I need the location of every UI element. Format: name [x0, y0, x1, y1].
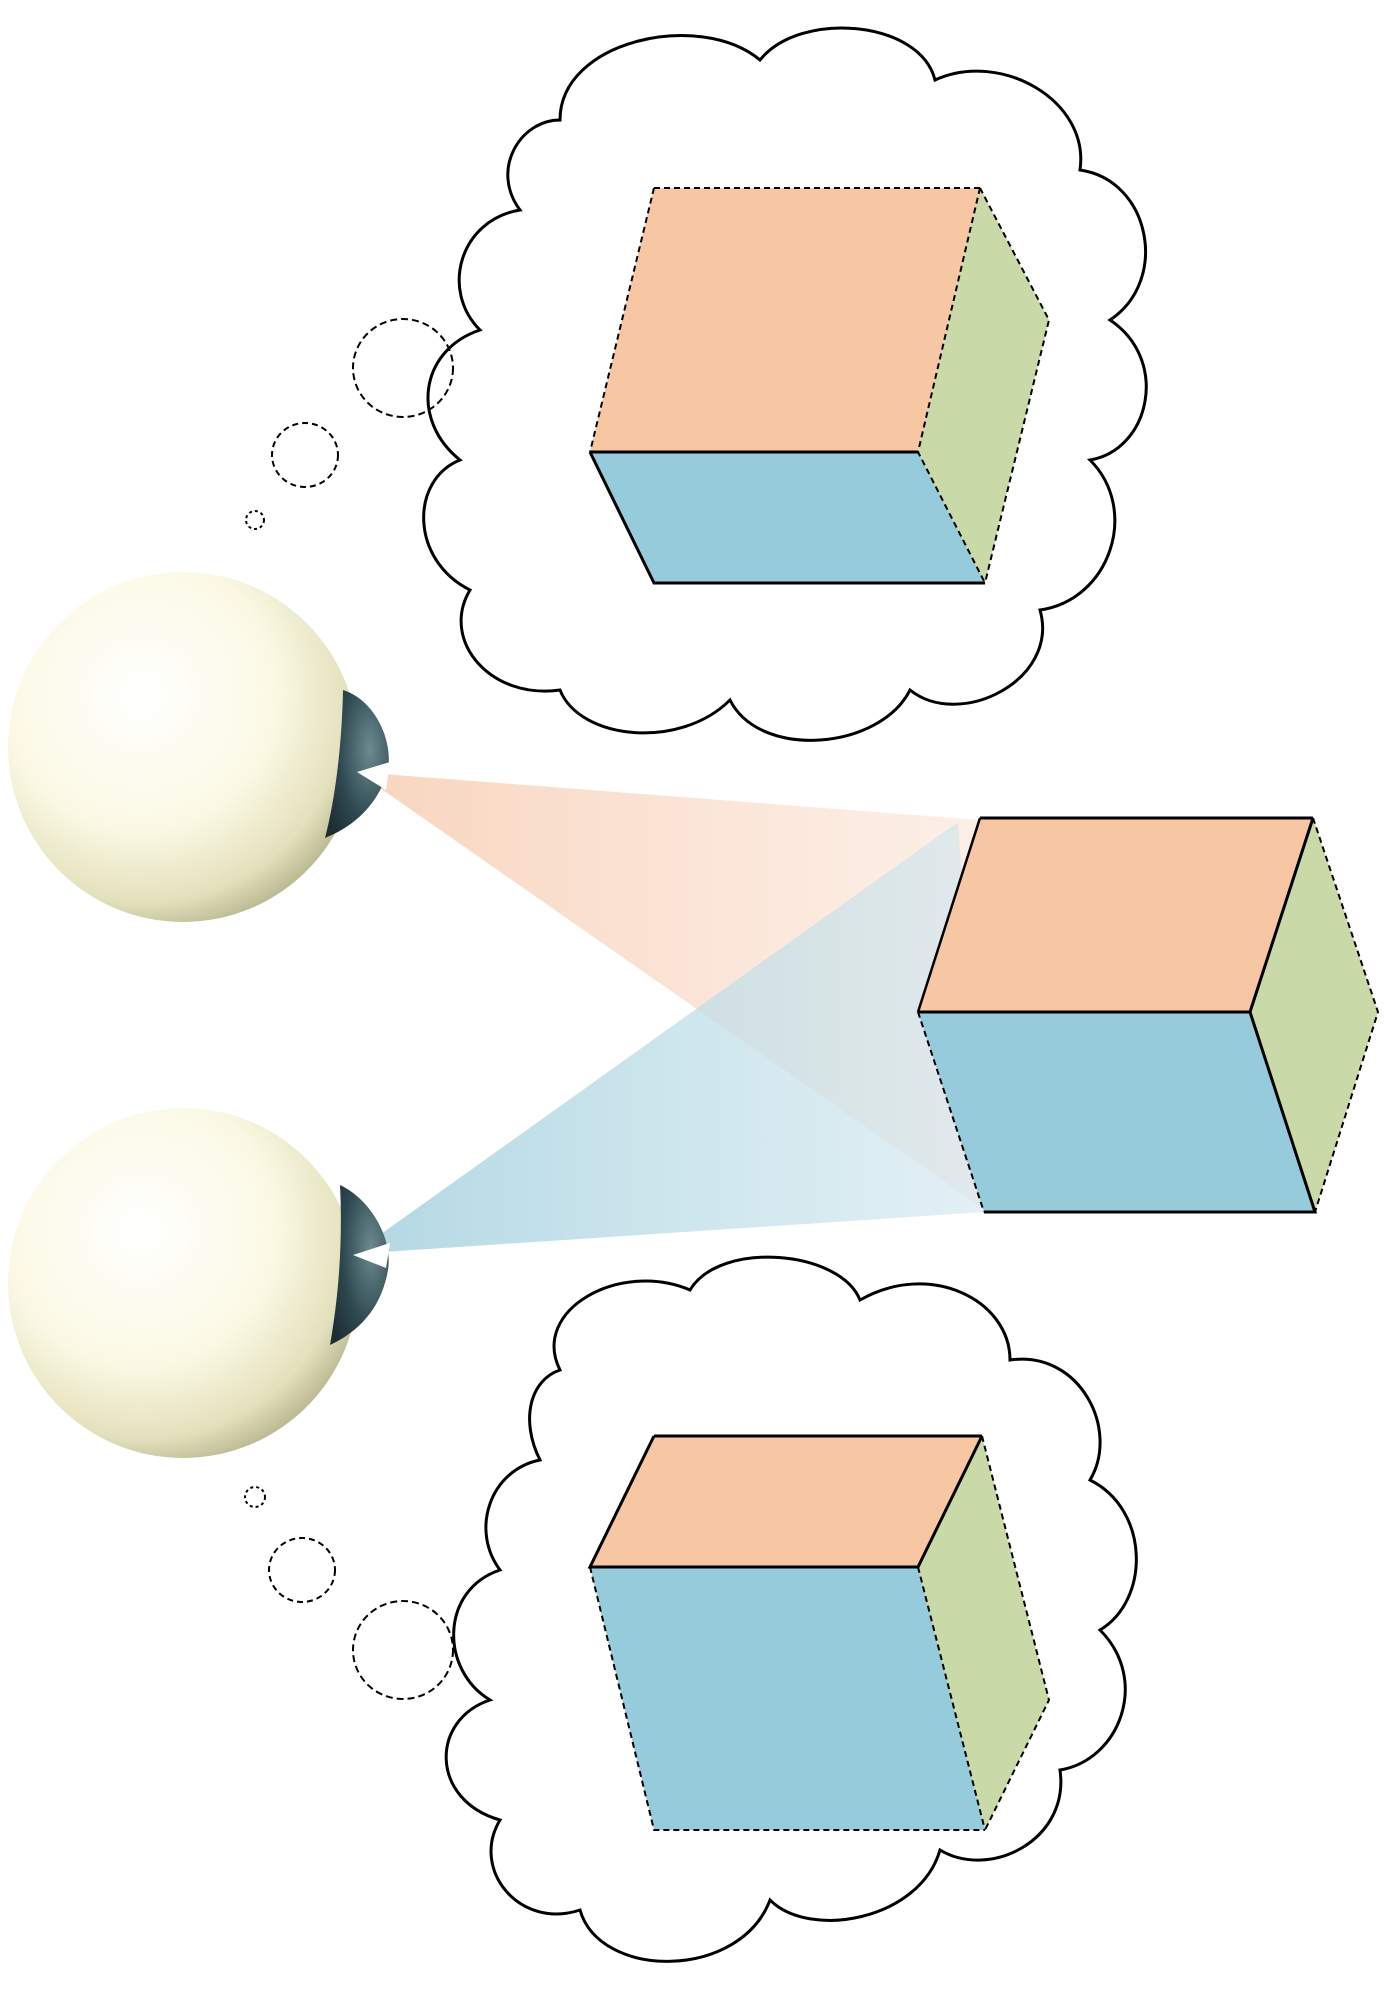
cube-top-face: [590, 1436, 982, 1567]
thought-bubble-medium: [269, 1538, 335, 1602]
upper-eye: [8, 572, 390, 922]
sight-beams: [353, 772, 985, 1254]
thought-bubble-trail: [246, 319, 453, 529]
lower-eye: [8, 1108, 390, 1458]
lower-perceived-cube: [590, 1436, 1049, 1830]
thought-bubble-small: [246, 511, 264, 529]
upper-thought-cloud: [246, 28, 1146, 740]
cube-top-face: [590, 188, 980, 452]
cube-front-face: [918, 1012, 1315, 1212]
thought-bubble-large: [353, 1601, 453, 1699]
eyeball-icon: [8, 1108, 358, 1458]
eyeball-icon: [8, 572, 358, 922]
real-cube: [918, 818, 1378, 1212]
thought-bubble-medium: [272, 423, 338, 487]
cube-front-face: [590, 1567, 985, 1830]
cube-top-face: [918, 818, 1313, 1012]
thought-bubble-small: [245, 1487, 265, 1507]
upper-perceived-cube: [590, 188, 1049, 583]
thought-bubble-trail: [245, 1487, 453, 1699]
cube-front-face: [590, 452, 985, 583]
lower-thought-cloud: [245, 1257, 1136, 1961]
